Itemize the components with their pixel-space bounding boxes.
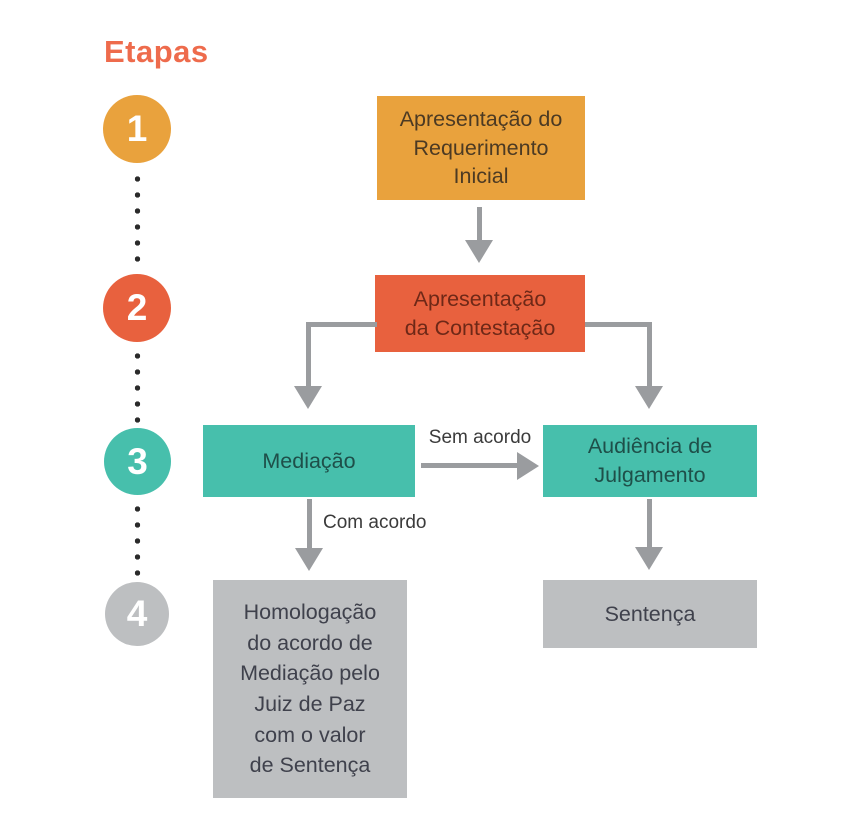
- connector-contestacao-mediacao-v: [306, 322, 311, 386]
- box-requerimento-inicial: Apresentação do Requerimento Inicial: [377, 96, 585, 200]
- connector-audiencia-sentenca: [647, 499, 652, 547]
- arrowhead-down-icon: [294, 386, 322, 409]
- connector-contestacao-mediacao-h: [306, 322, 377, 327]
- step-circle-1: 1: [103, 95, 171, 163]
- dotted-connector-2-3: [134, 348, 141, 424]
- box-sentenca: Sentença: [543, 580, 757, 648]
- arrowhead-down-icon: [465, 240, 493, 263]
- step-circle-3: 3: [104, 428, 171, 495]
- step-circle-2: 2: [103, 274, 171, 342]
- arrowhead-down-icon: [295, 548, 323, 571]
- page-title: Etapas: [104, 34, 209, 69]
- edge-label-sem-acordo: Sem acordo: [428, 427, 532, 448]
- dotted-connector-1-2: [134, 171, 141, 270]
- edge-label-com-acordo: Com acordo: [323, 512, 427, 533]
- arrowhead-down-icon: [635, 547, 663, 570]
- connector-contestacao-audiencia-v: [647, 322, 652, 386]
- connector-contestacao-audiencia-h: [585, 322, 652, 327]
- connector-mediacao-audiencia: [421, 463, 517, 468]
- dotted-connector-3-4: [134, 501, 141, 577]
- box-homologacao: Homologação do acordo de Mediação pelo J…: [213, 580, 407, 798]
- connector-requerimento-contestacao: [477, 207, 482, 240]
- box-mediacao: Mediação: [203, 425, 415, 497]
- arrowhead-right-icon: [517, 452, 539, 480]
- arrowhead-down-icon: [635, 386, 663, 409]
- box-audiencia-julgamento: Audiência de Julgamento: [543, 425, 757, 497]
- step-circle-4: 4: [105, 582, 169, 646]
- connector-mediacao-homologacao: [307, 499, 312, 548]
- box-contestacao: Apresentação da Contestação: [375, 275, 585, 352]
